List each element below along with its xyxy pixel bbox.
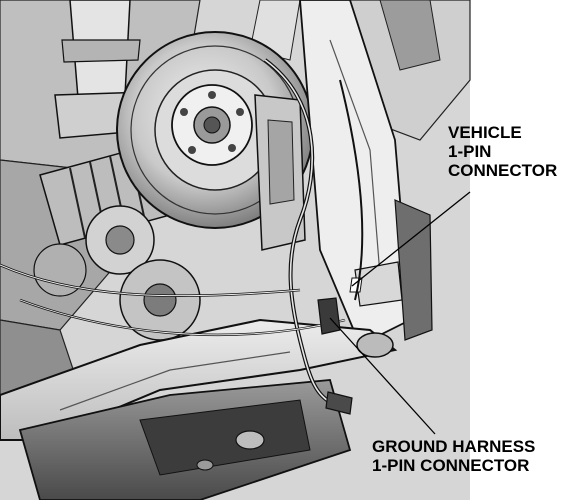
vehicle-label-line-2: 1-PIN [448,142,492,161]
wiring-harness [0,58,364,407]
vehicle-connector-label: VEHICLE 1-PIN CONNECTOR [448,123,557,180]
leader-line-ground [329,317,436,435]
steering-knuckle [254,94,306,251]
vehicle-label-line-1: VEHICLE [448,123,522,142]
ground-label-line-1: GROUND HARNESS [372,437,536,456]
ground-label-line-2: 1-PIN CONNECTOR [372,456,530,475]
splash-shield [18,379,352,500]
callout-leader-lines [329,191,471,435]
wheel-hub [171,84,253,166]
ground-connector-label: GROUND HARNESS 1-PIN CONNECTOR [372,437,535,475]
vehicle-label-line-3: CONNECTOR [448,161,558,180]
ground-harness-1-pin-connector [317,297,353,415]
pulley-cluster [33,205,201,341]
lower-control-arm [0,318,398,441]
leader-line-vehicle [351,191,471,287]
